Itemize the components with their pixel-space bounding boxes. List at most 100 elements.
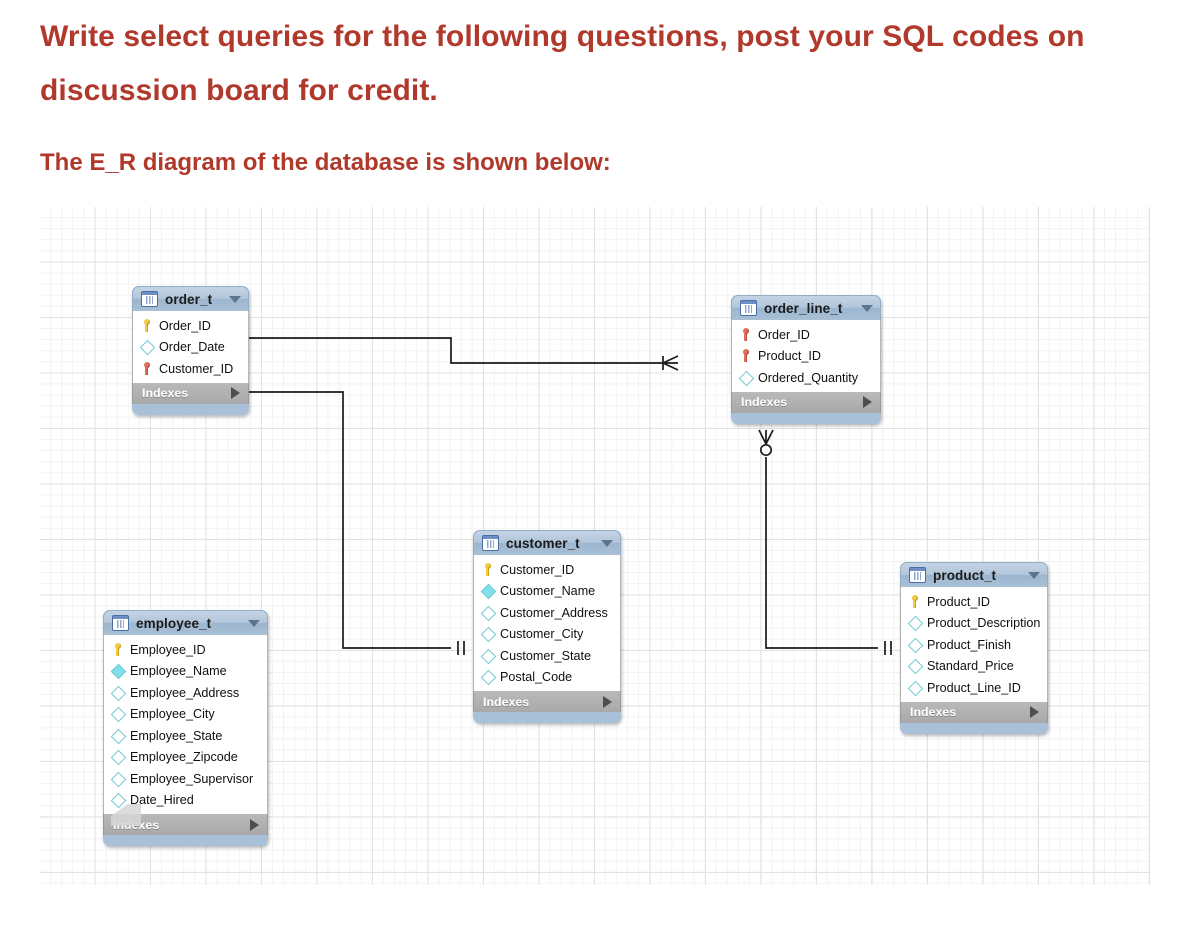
table-fields-product_t: Product_ID Product_Description Product_F…: [900, 587, 1048, 702]
field-label: Postal_Code: [500, 670, 573, 685]
expand-arrow-icon[interactable]: [231, 387, 240, 399]
indexes-label: Indexes: [741, 395, 788, 409]
column-icon: [481, 606, 494, 620]
table-icon: [112, 615, 129, 631]
chevron-down-icon[interactable]: [861, 304, 873, 312]
column-icon: [111, 772, 124, 786]
table-row[interactable]: Date_Hired: [104, 790, 267, 812]
table-row[interactable]: Customer_ID: [474, 559, 620, 581]
table-row[interactable]: Standard_Price: [901, 656, 1047, 678]
column-icon: [481, 670, 494, 684]
column-icon: [111, 729, 124, 743]
indexes-bar-product_t[interactable]: Indexes: [900, 701, 1048, 723]
table-row[interactable]: Employee_ID: [104, 639, 267, 661]
table-icon: [482, 535, 499, 551]
table-row[interactable]: Product_ID: [901, 591, 1047, 613]
table-row[interactable]: Employee_Address: [104, 682, 267, 704]
expand-arrow-icon[interactable]: [603, 695, 612, 708]
table-row[interactable]: Product_Line_ID: [901, 677, 1047, 699]
column-icon: [111, 686, 124, 700]
table-title: customer_t: [506, 535, 580, 551]
table-header-employee_t[interactable]: employee_t: [103, 610, 268, 635]
table-row[interactable]: Customer_State: [474, 645, 620, 667]
table-title: order_t: [165, 291, 213, 307]
table-row[interactable]: Customer_ID: [133, 358, 248, 380]
table-row[interactable]: Product_Description: [901, 613, 1047, 635]
table-header-product_t[interactable]: product_t: [900, 562, 1048, 587]
er-diagram-canvas[interactable]: order_line_t (many) --> customer_t (one)…: [40, 207, 1150, 885]
field-label: Employee_Zipcode: [130, 750, 238, 765]
table-header-order_t[interactable]: order_t: [132, 286, 249, 311]
expand-arrow-icon[interactable]: [250, 818, 259, 831]
table-icon: [909, 567, 926, 583]
field-label: Employee_Address: [130, 685, 240, 700]
indexes-bar-order_line_t[interactable]: Indexes: [731, 391, 881, 413]
chevron-down-icon[interactable]: [248, 619, 260, 627]
column-icon: [481, 627, 494, 641]
table-row[interactable]: Customer_Address: [474, 602, 620, 624]
field-label: Employee_Supervisor: [130, 771, 254, 786]
field-label: Date_Hired: [130, 793, 194, 808]
field-label: Order_ID: [758, 327, 810, 342]
table-header-customer_t[interactable]: customer_t: [473, 530, 621, 555]
column-icon: [111, 793, 124, 807]
table-row[interactable]: Employee_State: [104, 725, 267, 747]
page-title: Write select queries for the following q…: [40, 20, 1085, 107]
field-label: Customer_ID: [500, 562, 575, 577]
table-fields-employee_t: Employee_ID Employee_Name Employee_Addre…: [103, 635, 268, 826]
table-row[interactable]: Product_Finish: [901, 634, 1047, 656]
table-row[interactable]: Customer_Name: [474, 581, 620, 603]
table-row[interactable]: Order_ID: [133, 315, 248, 337]
chevron-down-icon[interactable]: [601, 539, 613, 547]
chevron-down-icon[interactable]: [229, 295, 241, 303]
relationship-order-to-orderline: [223, 331, 679, 371]
table-row[interactable]: Employee_City: [104, 704, 267, 726]
table-fields-customer_t: Customer_ID Customer_Name Customer_Addre…: [473, 555, 621, 691]
column-icon: [140, 340, 153, 354]
column-icon: [908, 638, 921, 652]
column-icon: [111, 750, 124, 764]
table-title: employee_t: [136, 615, 212, 631]
column-icon: [111, 707, 124, 721]
column-notnull-icon: [111, 664, 124, 678]
indexes-label: Indexes: [910, 705, 957, 719]
er-table-order_t[interactable]: order_t Order_ID Order_Date Customer_ID …: [132, 286, 249, 415]
field-label: Order_ID: [159, 318, 211, 333]
field-label: Standard_Price: [927, 659, 1014, 674]
table-row[interactable]: Order_ID: [732, 324, 880, 346]
table-row[interactable]: Employee_Name: [104, 661, 267, 683]
table-title: product_t: [933, 567, 997, 583]
indexes-bar-order_t[interactable]: Indexes: [132, 382, 249, 404]
column-notnull-icon: [481, 584, 494, 598]
primary-key-icon: [908, 594, 921, 609]
field-label: Employee_State: [130, 728, 223, 743]
table-icon: [740, 300, 757, 316]
table-row[interactable]: Employee_Supervisor: [104, 768, 267, 790]
indexes-bar-employee_t[interactable]: Indexes: [103, 814, 268, 835]
er-table-order_line_t[interactable]: order_line_t Order_ID Product_ID Ordered…: [731, 295, 881, 424]
expand-arrow-icon[interactable]: [1030, 706, 1039, 718]
table-header-order_line_t[interactable]: order_line_t: [731, 295, 881, 320]
chevron-down-icon[interactable]: [1028, 571, 1040, 579]
foreign-key-icon: [140, 361, 153, 376]
page-subtitle: The E_R diagram of the database is shown…: [40, 149, 611, 176]
foreign-key-icon: [739, 349, 752, 363]
primary-key-icon: [481, 562, 494, 577]
er-table-employee_t[interactable]: employee_t Employee_ID Employee_Name Emp…: [103, 610, 268, 846]
table-row[interactable]: Ordered_Quantity: [732, 367, 880, 389]
table-row[interactable]: Employee_Zipcode: [104, 747, 267, 769]
table-row[interactable]: Postal_Code: [474, 667, 620, 689]
relationship-orderline-to-product: [758, 429, 892, 655]
indexes-bar-customer_t[interactable]: Indexes: [473, 691, 621, 712]
expand-arrow-icon[interactable]: [863, 396, 872, 408]
indexes-label: Indexes: [142, 386, 189, 400]
er-table-product_t[interactable]: product_t Product_ID Product_Description…: [900, 562, 1048, 734]
table-icon: [141, 291, 158, 307]
table-title: order_line_t: [764, 300, 843, 316]
table-row[interactable]: Product_ID: [732, 346, 880, 368]
column-icon: [908, 616, 921, 630]
table-row[interactable]: Customer_City: [474, 624, 620, 646]
table-row[interactable]: Order_Date: [133, 337, 248, 359]
column-icon: [908, 659, 921, 673]
er-table-customer_t[interactable]: customer_t Customer_ID Customer_Name Cus…: [473, 530, 621, 723]
